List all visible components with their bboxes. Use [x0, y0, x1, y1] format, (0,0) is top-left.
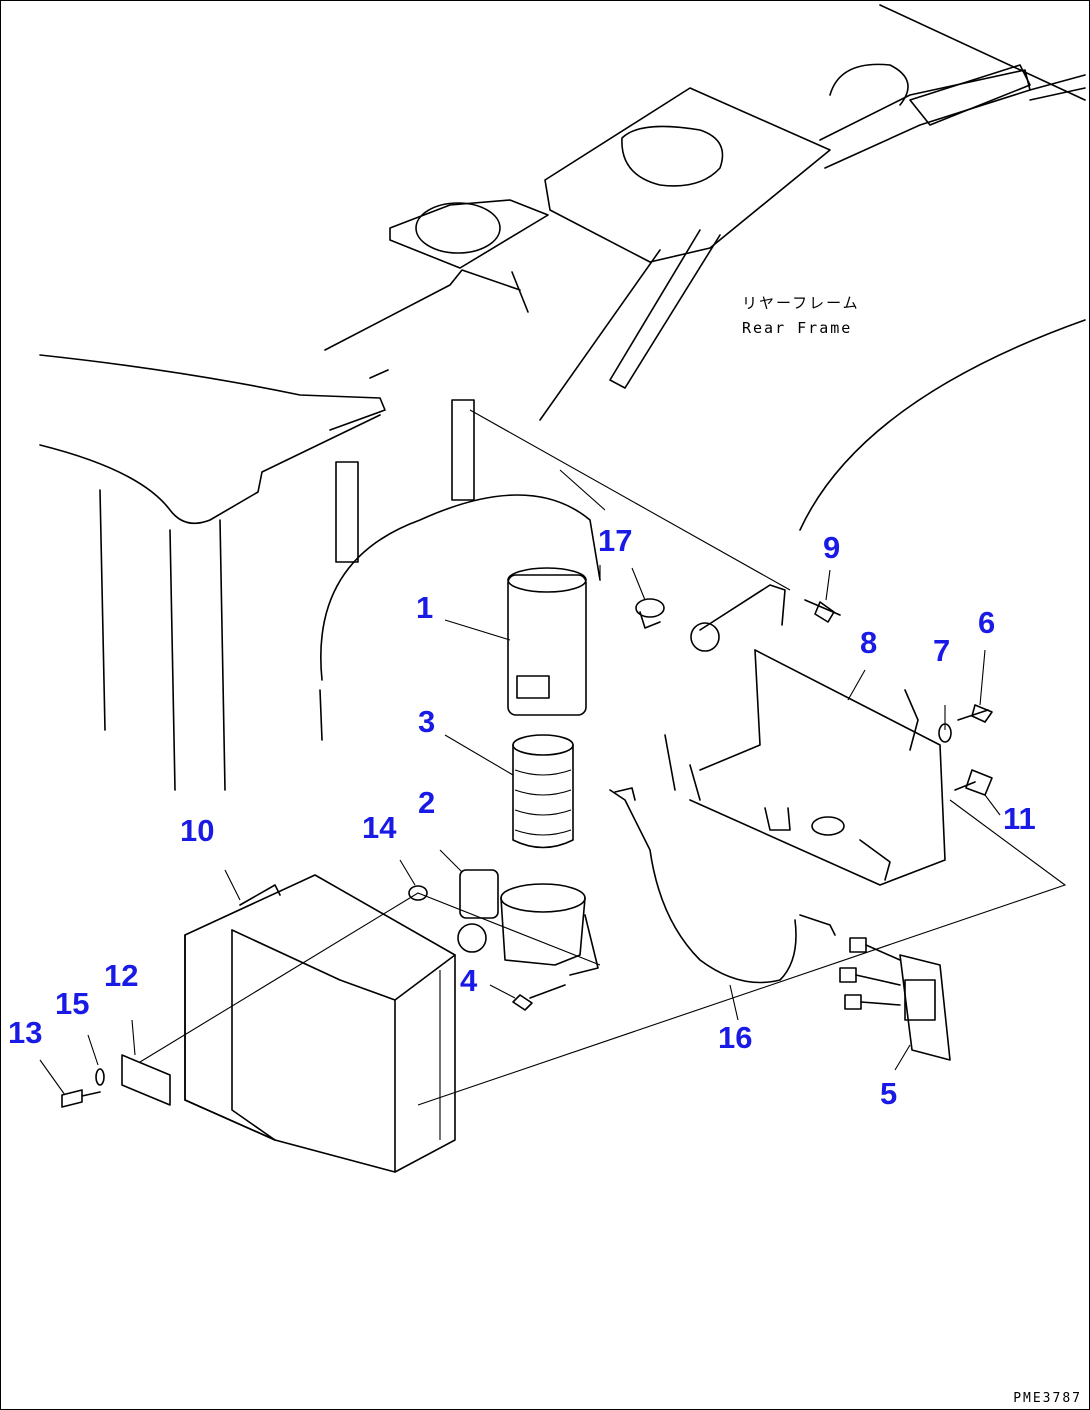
filter-head: [457, 869, 599, 976]
callout-14: 14: [362, 810, 397, 845]
callout-5: 5: [880, 1076, 898, 1111]
callout-10: 10: [180, 813, 215, 848]
callout-8: 8: [860, 625, 878, 660]
callout-15: 15: [55, 986, 90, 1021]
bracket-plate: [664, 584, 946, 886]
filter-element: [512, 734, 574, 849]
callout-3: 3: [418, 704, 436, 739]
bolt-6-washer-7: [938, 704, 993, 743]
wiring-harness: [609, 787, 836, 984]
drawing-code: PME3787: [1013, 1391, 1082, 1406]
filter-cartridge: [507, 567, 587, 716]
callout-9: 9: [823, 530, 841, 565]
fasteners-left: [61, 885, 428, 1108]
bolt-11: [954, 769, 993, 796]
rear-frame: [39, 4, 1086, 791]
callout-7: 7: [933, 633, 951, 668]
callout-1: 1: [416, 590, 434, 625]
fender-outline: [319, 319, 1086, 741]
bolt-9: [804, 599, 841, 623]
frame-label-english: Rear Frame: [742, 319, 853, 337]
controller-unit: [839, 937, 951, 1061]
callout-13: 13: [8, 1015, 43, 1050]
callout-11: 11: [1003, 801, 1036, 836]
callout-16: 16: [718, 1020, 753, 1055]
callout-17: 17: [598, 523, 633, 558]
callout-12: 12: [104, 958, 139, 993]
callout-4: 4: [460, 963, 478, 998]
callout-2: 2: [418, 785, 436, 820]
leader-lines: [39, 409, 1067, 1106]
frame-label-japanese: リヤーフレーム: [742, 294, 860, 312]
clip-17: [635, 598, 665, 629]
callout-6: 6: [978, 605, 996, 640]
bolt-4: [512, 984, 566, 1011]
cover-box: [184, 874, 456, 1173]
